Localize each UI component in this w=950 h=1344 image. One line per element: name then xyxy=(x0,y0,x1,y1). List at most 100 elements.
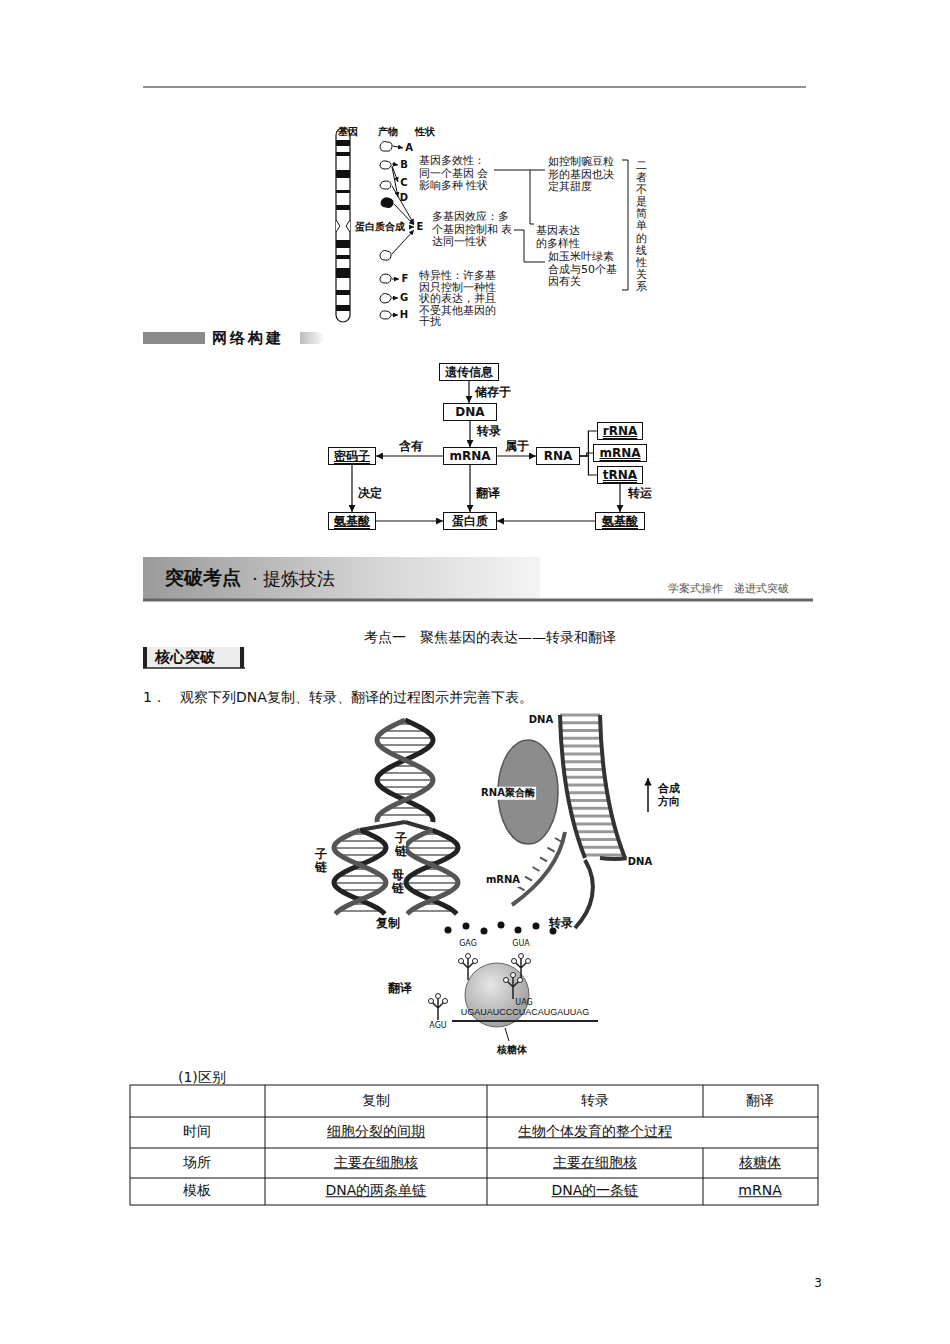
trait-letter: G xyxy=(400,292,408,305)
table-grid xyxy=(130,1178,818,1179)
core-header xyxy=(240,647,244,668)
protein-product xyxy=(381,198,393,208)
core-header xyxy=(143,647,147,668)
concept-text: 氨基酸 xyxy=(601,514,639,528)
base-pair xyxy=(381,772,429,774)
base-pair xyxy=(564,768,604,771)
annotation: 多基因效应：多 个基因控制和 表达同一性状 xyxy=(432,211,513,249)
core-header xyxy=(143,667,245,669)
banner-title: 突破考点 xyxy=(165,566,241,590)
trna xyxy=(459,954,478,981)
concept-arrow xyxy=(468,381,469,403)
table-grid xyxy=(703,1148,704,1205)
concept-text: RNA xyxy=(542,449,574,463)
replication-helix xyxy=(334,720,458,914)
mrna-base xyxy=(533,867,540,871)
base-pair xyxy=(582,846,622,849)
trait-letter: C xyxy=(400,177,407,190)
trna xyxy=(429,994,448,1021)
core-heading: 核心突破 xyxy=(155,648,215,667)
table-cell: DNA的两条单链 xyxy=(326,1182,427,1200)
product-arrow xyxy=(393,146,403,148)
concept-box: tRNA xyxy=(597,466,643,484)
mrna-base xyxy=(548,848,555,852)
mrna-sequence: UGAUAUCCCUACAUGAUUAG xyxy=(461,1007,590,1018)
base-pair xyxy=(577,830,617,833)
mrna-base xyxy=(525,877,532,881)
annotation-line xyxy=(622,160,628,290)
edge-label: 决定 xyxy=(356,486,384,500)
table-cell: DNA的一条链 xyxy=(552,1182,639,1200)
concept-text: rRNA xyxy=(603,424,638,438)
base-pair xyxy=(334,882,386,884)
base-pair xyxy=(381,786,429,788)
edge-label: 属于 xyxy=(503,439,531,453)
anticodon: GAG xyxy=(458,939,478,949)
concept-box: 氨基酸 xyxy=(595,512,645,530)
table-cell: 生物个体发育的整个过程 xyxy=(518,1123,672,1141)
anticodon: UAG xyxy=(515,998,532,1008)
figure-label: RNA聚合酶 xyxy=(480,787,536,800)
base-pair xyxy=(563,760,603,763)
base-pair xyxy=(573,815,613,818)
anticodon: AGU xyxy=(428,1021,447,1031)
chromosome xyxy=(336,268,350,278)
concept-box: 蛋白质 xyxy=(443,512,497,530)
product-arrow xyxy=(392,230,414,254)
base-pair xyxy=(334,847,386,849)
figure-label: mRNA xyxy=(485,874,521,887)
concept-arrow xyxy=(497,455,536,456)
figure-label: 核糖体 xyxy=(497,1044,527,1057)
table-grid xyxy=(265,1085,266,1205)
concept-box: mRNA xyxy=(593,444,646,462)
base-pair xyxy=(340,854,381,856)
product-arrow xyxy=(392,164,398,165)
base-pair xyxy=(560,714,600,717)
mrna-base xyxy=(555,838,562,842)
table-cell: 复制 xyxy=(362,1092,390,1110)
figure-caption: 翻译 xyxy=(388,981,412,996)
dna-strand xyxy=(377,720,433,822)
figure-label: 子链 xyxy=(394,832,406,858)
edge-label: 转录 xyxy=(475,424,503,438)
mrna-base xyxy=(518,886,525,890)
dna-strand xyxy=(334,830,386,914)
base-pair xyxy=(406,882,458,884)
concept-arrow xyxy=(469,421,470,447)
product-arrow xyxy=(392,298,398,299)
topic-title: 考点一 聚焦基因的表达——转录和翻译 xyxy=(364,629,616,647)
protein-product xyxy=(380,181,391,189)
base-pair xyxy=(379,744,431,746)
section-bar xyxy=(300,332,326,344)
annotation: 基因表达 的多样性 xyxy=(536,225,584,250)
trait-letter: E xyxy=(417,221,424,234)
amino-acid xyxy=(445,922,557,935)
header-rule xyxy=(143,87,806,88)
base-pair xyxy=(410,875,453,877)
base-pair xyxy=(377,779,433,781)
product-arrow xyxy=(392,279,399,280)
concept-arrow xyxy=(469,465,470,512)
mrna-base xyxy=(540,857,547,861)
base-pair xyxy=(384,730,427,732)
chromosome xyxy=(336,290,350,295)
base-pair xyxy=(338,840,381,842)
figure-label: 母链 xyxy=(391,869,403,895)
table-caption: (1)区别 xyxy=(178,1069,226,1087)
chromosome xyxy=(336,128,350,322)
figure-label: DNA xyxy=(627,856,653,869)
product-arrow xyxy=(392,167,398,197)
amino-acid xyxy=(515,927,522,934)
base-pair xyxy=(410,910,453,912)
base-pair xyxy=(566,784,606,787)
chromosome xyxy=(336,152,350,156)
trait-letter: H xyxy=(400,309,408,322)
concept-text: 密码子 xyxy=(334,449,370,463)
trait-letter: F xyxy=(402,273,409,286)
banner-tagline: 学案式操作 递进式突破 xyxy=(668,582,789,596)
concept-text: 蛋白质 xyxy=(449,514,491,528)
transcription-figure xyxy=(600,858,628,859)
base-pair xyxy=(412,854,453,856)
figure-label: 子链 xyxy=(314,848,326,874)
